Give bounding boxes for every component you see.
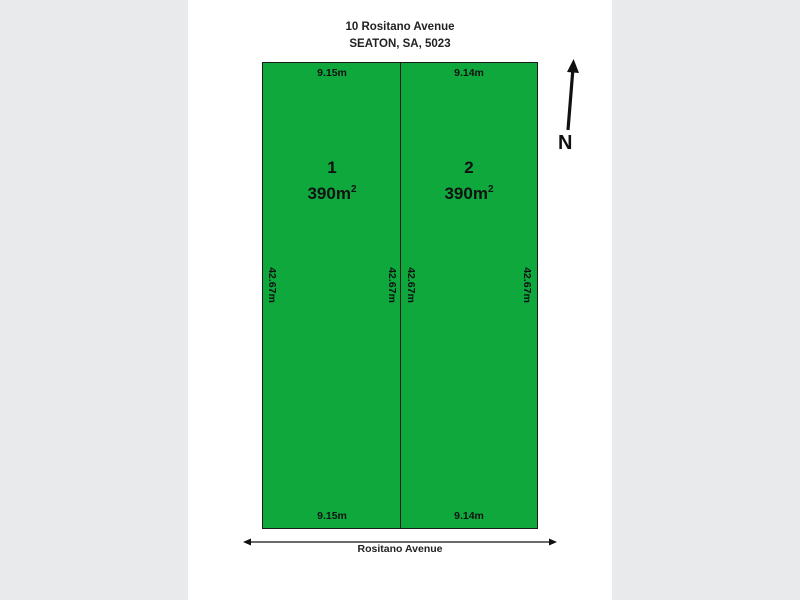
lot-1-left-depth: 42.67m [266, 267, 278, 303]
lot-2-number: 2 [464, 158, 474, 177]
lot-1-bottom-frontage: 9.15m [317, 510, 347, 522]
street-name-label: Rositano Avenue [357, 543, 443, 555]
address-street: 10 Rositano Avenue [345, 21, 455, 33]
lot-2-area-value: 390m [444, 184, 488, 203]
lot-1-area-value: 390m [307, 184, 351, 203]
lot-2-top-frontage: 9.14m [454, 67, 484, 79]
lot-2-bottom-frontage: 9.14m [454, 510, 484, 522]
lot-1-area-power: 2 [350, 184, 357, 195]
lot-2-area: 390m2 [399, 184, 539, 204]
lot-1-right-depth: 42.67m [386, 267, 398, 303]
address-suburb: SEATON, SA, 5023 [349, 38, 451, 50]
lot-2-area-power: 2 [487, 184, 494, 195]
lot-2-left-depth: 42.67m [405, 267, 417, 303]
street-frontage-arrow-icon [243, 538, 557, 546]
lot-1-top-frontage: 9.15m [317, 67, 347, 79]
north-label: N [558, 132, 573, 154]
lot-1-number: 1 [327, 158, 337, 177]
lot-1-area: 390m2 [262, 184, 402, 204]
lot-2-right-depth: 42.67m [521, 267, 533, 303]
lot-2-parcel [400, 62, 538, 529]
north-arrow-icon [566, 59, 579, 131]
lot-1-parcel [262, 62, 402, 529]
